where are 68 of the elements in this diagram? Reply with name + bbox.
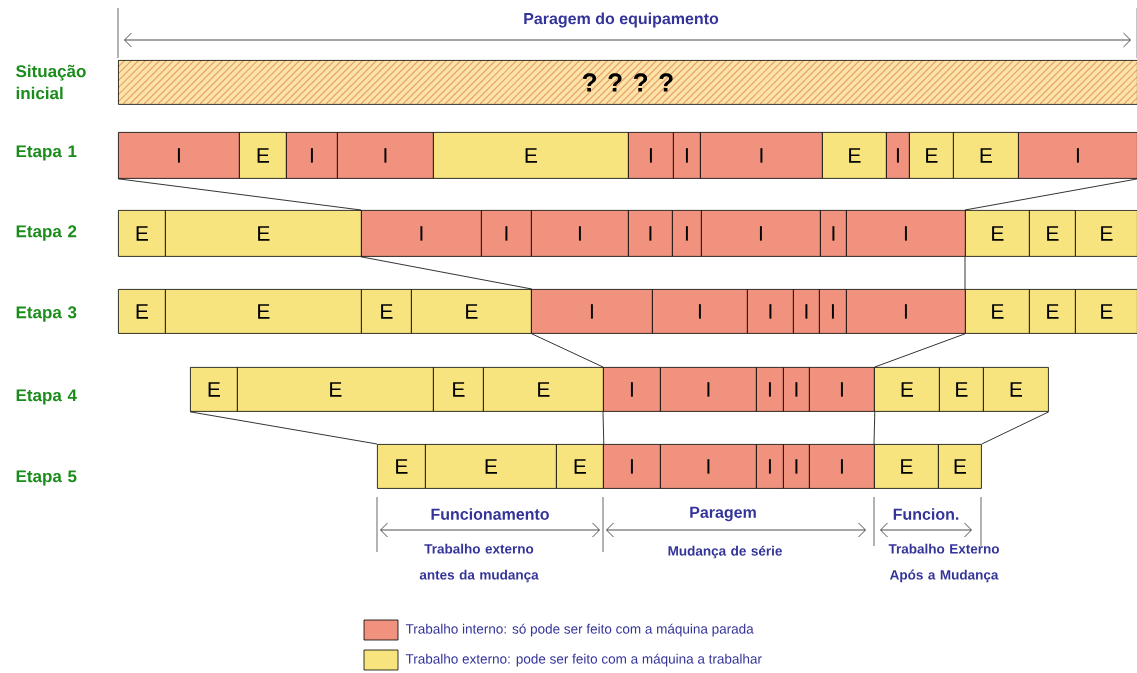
projection-line [602, 411, 605, 445]
task-segment: I [531, 289, 653, 334]
task-segment: E [1029, 289, 1076, 334]
projection-line [189, 411, 378, 445]
task-segment: I [672, 210, 702, 257]
task-segment: E [965, 289, 1030, 334]
description-text: Mudança de série [668, 545, 782, 559]
task-segment: E [377, 444, 426, 489]
row-label: Etapa 5 [16, 470, 77, 486]
description-text: Trabalho externo antes da mudança [419, 543, 539, 583]
task-segment: I [756, 444, 784, 489]
dimension-label: Paragem do equipamento [524, 12, 719, 28]
projection-line [531, 333, 604, 368]
task-segment: E [953, 132, 1019, 179]
dimension-label: Funcion. [893, 508, 959, 520]
task-segment: E [822, 132, 887, 179]
task-segment: I [673, 132, 701, 179]
task-segment: E [239, 132, 287, 179]
task-segment: I [1018, 132, 1137, 179]
legend-text: Trabalho externo: pode ser feito com a máquina a trabalhar [405, 653, 762, 667]
task-segment: E [361, 289, 412, 334]
hatched-bar: ? ? ? ? [118, 60, 1137, 105]
task-segment: I [886, 132, 910, 179]
task-segment: I [756, 367, 784, 412]
projection-line [874, 333, 966, 368]
task-segment: I [481, 210, 532, 257]
task-segment: I [819, 289, 847, 334]
row-label: Situação inicial [16, 64, 86, 100]
task-segment: I [337, 132, 434, 179]
projection-line [873, 411, 876, 445]
task-segment: E [1075, 210, 1137, 257]
projection-line [981, 411, 1050, 445]
row-label: Etapa 1 [16, 145, 77, 161]
task-segment: E [1029, 210, 1076, 257]
task-segment: I [628, 132, 674, 179]
task-segment: I [628, 210, 673, 257]
task-segment: E [190, 367, 238, 412]
projection-line [117, 178, 362, 211]
task-segment: E [118, 289, 166, 334]
projection-line [964, 256, 966, 290]
task-segment: E [874, 444, 939, 489]
task-segment: E [1075, 289, 1137, 334]
task-segment: E [118, 210, 166, 257]
task-segment: E [983, 367, 1049, 412]
task-segment: E [556, 444, 604, 489]
task-segment: I [783, 367, 810, 412]
task-segment: E [938, 444, 982, 489]
description-text: Trabalho Externo Após a Mudança [888, 543, 999, 583]
task-segment: E [965, 210, 1030, 257]
task-segment: E [939, 367, 984, 412]
legend-text: Trabalho interno: só pode ser feito com a máquina parada [405, 623, 754, 637]
task-segment: I [603, 444, 661, 489]
row-label: Etapa 2 [16, 225, 77, 241]
task-segment: E [433, 132, 629, 179]
task-segment: E [874, 367, 940, 412]
row-label: Etapa 4 [16, 389, 77, 405]
task-segment: I [747, 289, 794, 334]
task-segment: I [286, 132, 338, 179]
task-segment: E [433, 367, 484, 412]
row-label: Etapa 3 [16, 306, 77, 322]
task-segment: I [793, 289, 820, 334]
task-segment: I [118, 132, 240, 179]
task-segment: E [909, 132, 954, 179]
task-segment: I [603, 367, 661, 412]
dimension-label: Funcionamento [431, 508, 549, 520]
task-segment: I [820, 210, 847, 257]
task-segment: I [783, 444, 810, 489]
dimension-label: Paragem [690, 506, 756, 522]
